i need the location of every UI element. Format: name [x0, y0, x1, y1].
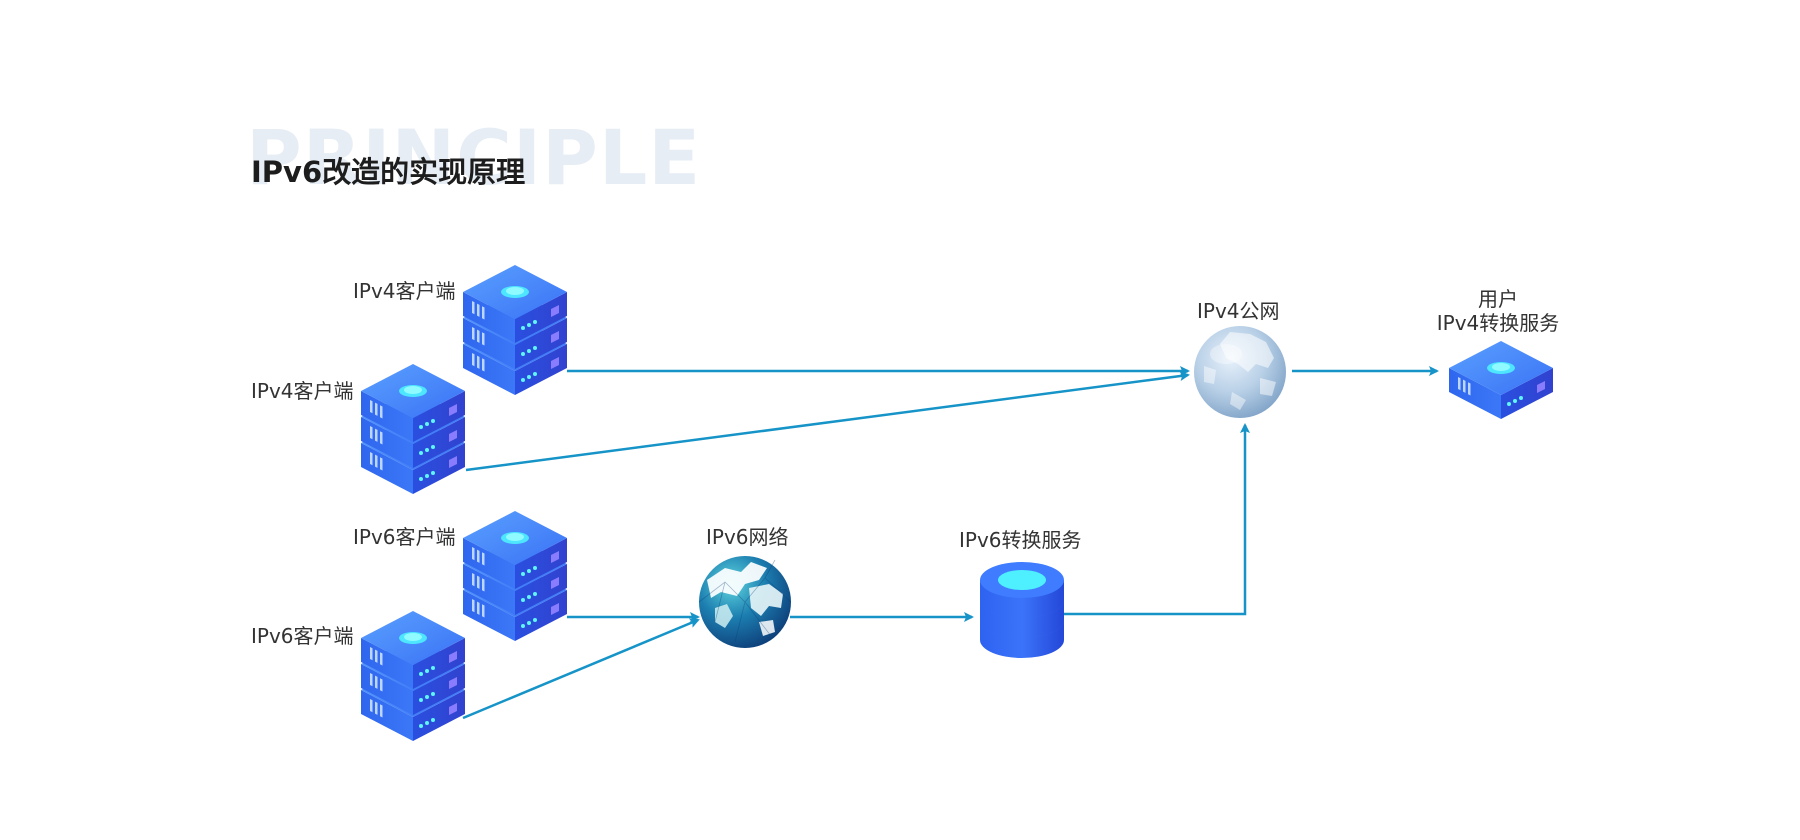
ipv6-client-2-label: IPv6客户端	[251, 624, 354, 648]
arrow-ipv6-client2-to-network	[462, 618, 700, 720]
watermark-text: PRINCIPLE	[246, 113, 702, 202]
arrows	[462, 366, 1439, 720]
user-label: 用户 IPv4转换服务	[1430, 287, 1566, 335]
ipv6-client-2-server-stack-icon	[361, 611, 465, 741]
ipv4-public-globe-icon	[1194, 326, 1286, 418]
ipv6-conversion-database-icon	[980, 562, 1064, 658]
ipv6-client-1-label: IPv6客户端	[353, 525, 456, 549]
user-label-line2: IPv4转换服务	[1436, 311, 1560, 335]
ipv4-client-2-label: IPv4客户端	[251, 379, 354, 403]
ipv6-network-globe-icon	[698, 556, 792, 648]
ipv4-public-label: IPv4公网	[1197, 299, 1280, 323]
ipv6-network-label: IPv6网络	[706, 525, 789, 549]
ipv4-client-1-server-stack-icon	[463, 265, 567, 395]
ipv6-conversion-label: IPv6转换服务	[959, 528, 1082, 552]
ipv6-client-1-server-stack-icon	[463, 511, 567, 641]
ipv4-client-1-label: IPv4客户端	[353, 279, 456, 303]
arrow-conversion-to-public	[1062, 423, 1250, 616]
user-server-icon	[1449, 341, 1553, 419]
user-label-line1: 用户	[1478, 287, 1518, 311]
arrow-ipv4-client2-to-public	[465, 371, 1190, 472]
ipv4-client-2-server-stack-icon	[361, 364, 465, 494]
page-title: IPv6改造的实现原理	[251, 155, 526, 189]
